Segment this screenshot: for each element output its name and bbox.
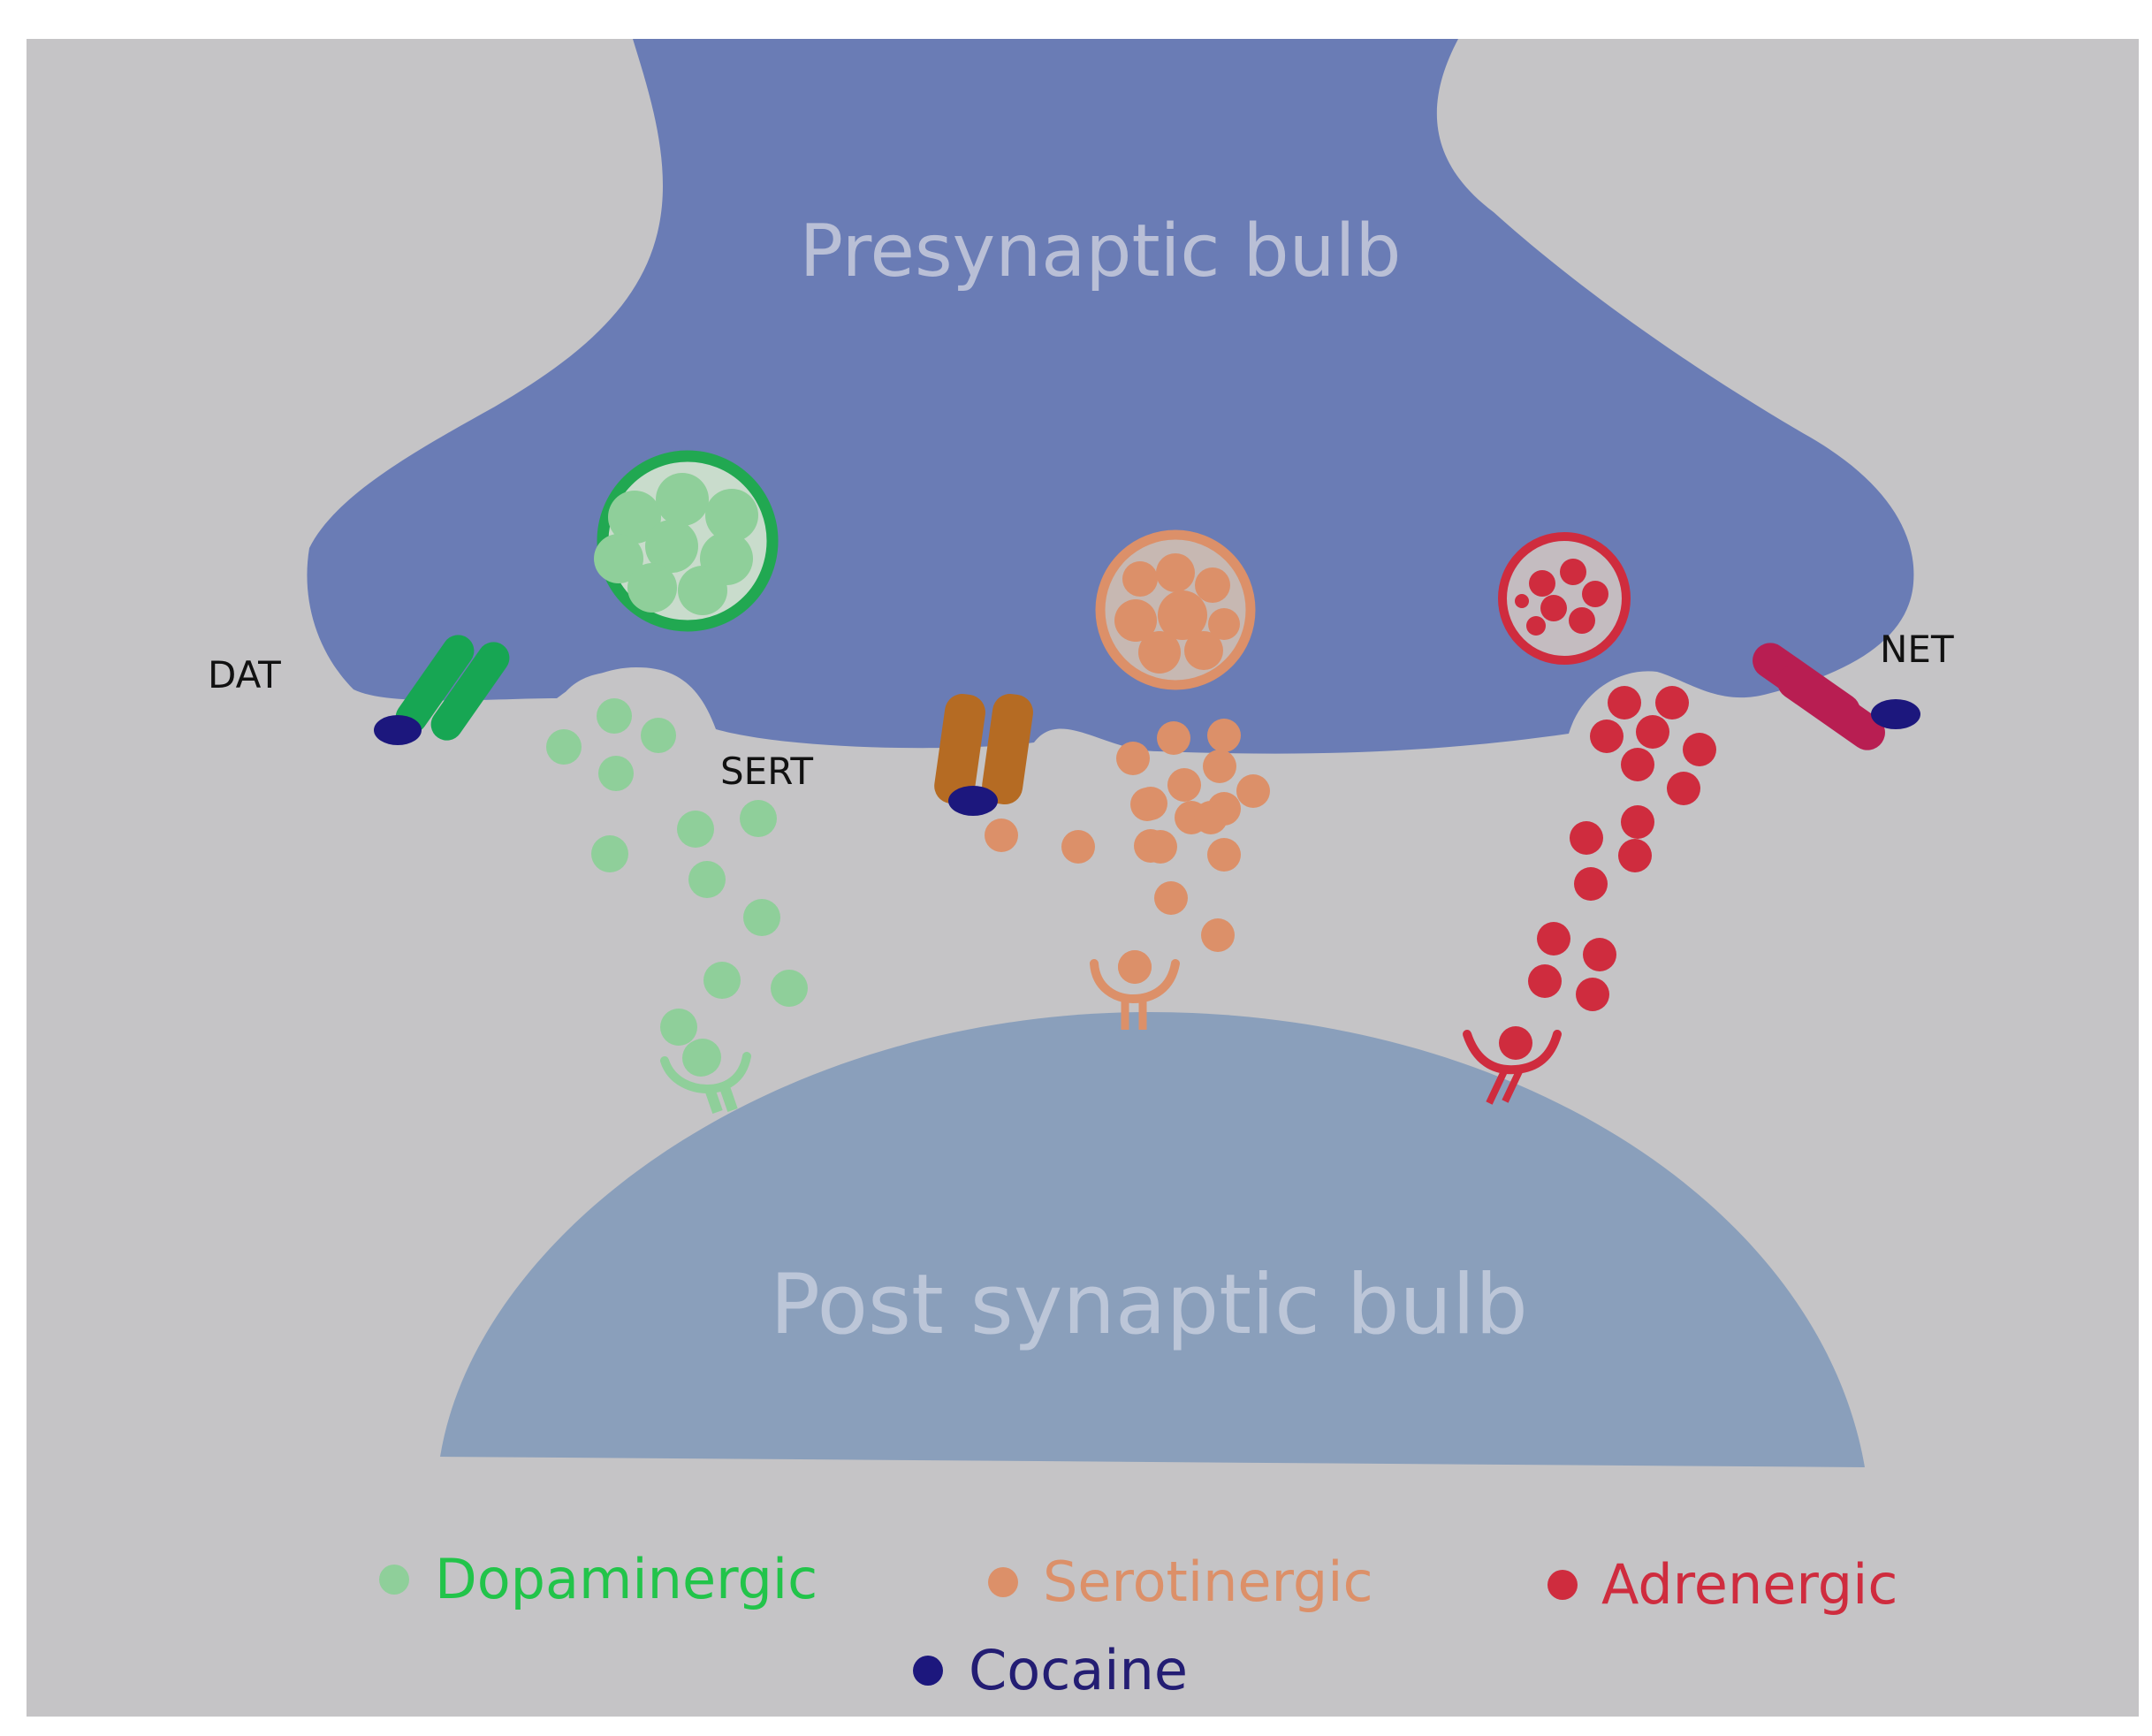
legend-label: Dopaminergic bbox=[435, 1547, 817, 1611]
sert-label: SERT bbox=[720, 750, 813, 793]
net-transporter bbox=[1753, 643, 1920, 750]
legend-dot bbox=[913, 1656, 943, 1686]
cocaine-molecule bbox=[374, 715, 422, 745]
legend-label: Adrenergic bbox=[1601, 1552, 1897, 1617]
legend-item-serotinergic: Serotinergic bbox=[988, 1549, 1373, 1614]
serotonin-receptor bbox=[1090, 950, 1180, 1030]
cocaine-molecule bbox=[1871, 699, 1920, 729]
legend-dot bbox=[1547, 1570, 1578, 1600]
adrenergic-receptor bbox=[1463, 1026, 1562, 1105]
adrenaline-vesicle bbox=[1498, 532, 1631, 665]
serotonin-vesicle bbox=[1095, 529, 1256, 690]
adrenaline-molecules bbox=[1528, 686, 1716, 1011]
dopamine-vesicle bbox=[594, 450, 779, 632]
cocaine-molecule bbox=[948, 786, 998, 816]
legend-dot bbox=[988, 1567, 1018, 1597]
legend-label: Serotinergic bbox=[1043, 1549, 1373, 1614]
legend-item-cocaine: Cocaine bbox=[913, 1638, 1188, 1702]
postsynaptic-bulb bbox=[440, 1012, 1865, 1467]
presynaptic-label: Presynaptic bulb bbox=[800, 209, 1402, 293]
dopamine-molecules bbox=[546, 698, 808, 1077]
sert-transporter bbox=[934, 694, 1033, 816]
dat-transporter bbox=[374, 635, 510, 745]
serotonin-molecules bbox=[985, 719, 1270, 984]
legend-item-dopaminergic: Dopaminergic bbox=[379, 1547, 817, 1611]
legend-label: Cocaine bbox=[969, 1638, 1188, 1702]
legend: Dopaminergic Serotinergic Adrenergic Coc… bbox=[379, 1547, 1897, 1702]
dopamine-receptor bbox=[660, 1039, 751, 1114]
legend-item-adrenergic: Adrenergic bbox=[1547, 1552, 1897, 1617]
dopamine-release-bump bbox=[554, 672, 688, 712]
dat-label: DAT bbox=[208, 653, 281, 697]
legend-dot bbox=[379, 1565, 409, 1595]
postsynaptic-label: Post synaptic bulb bbox=[770, 1257, 1528, 1353]
net-label: NET bbox=[1880, 628, 1954, 671]
